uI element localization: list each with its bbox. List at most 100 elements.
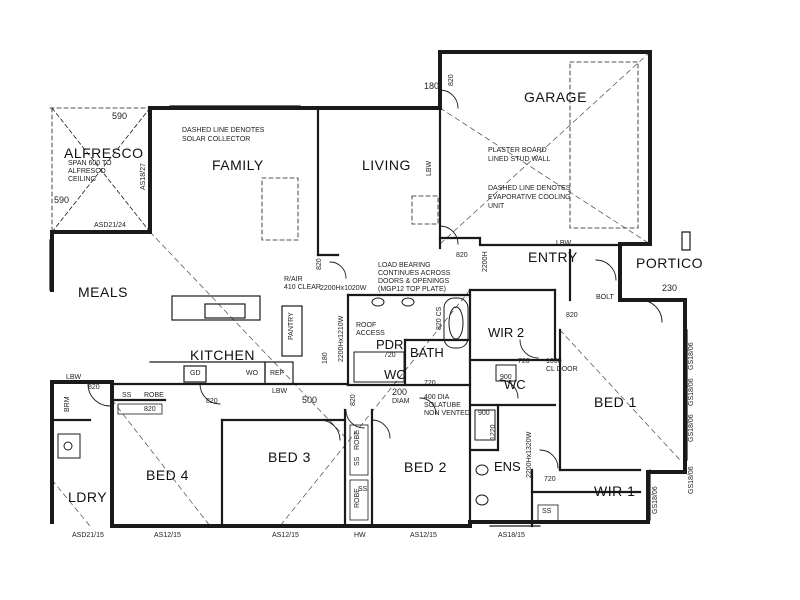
note-line: CEILING (68, 176, 97, 183)
dim-label: 900 (478, 410, 490, 417)
room-pdr: PDR (376, 337, 404, 352)
note-line: LOAD BEARING (378, 262, 431, 269)
dim-label: 500 (302, 395, 318, 405)
note-solatube: 400 DIA SOLATUBE NON VENTED (424, 394, 470, 418)
note-line: 410 CLEAR (284, 284, 321, 291)
room-bed1: BED 1 (594, 394, 637, 410)
note-line: 1050 (546, 358, 562, 365)
dim-label: ROBE (144, 392, 164, 399)
room-living: LIVING (362, 157, 411, 173)
note-line: DASHED LINE DENOTES (488, 185, 571, 192)
dim-label: 820 (566, 312, 578, 319)
note-line: ROOF (356, 322, 377, 329)
room-alfresco: ALFRESCO (64, 145, 144, 161)
dim-label: GS18/06 (652, 486, 659, 514)
dim-label: 180 (424, 81, 440, 91)
dim-label: 820 (316, 258, 323, 270)
room-meals: MEALS (78, 284, 128, 300)
dim-label: AS18/15 (498, 532, 525, 539)
dim-label: 2200Hx1020W (320, 285, 367, 292)
dim-label: 180 (322, 352, 329, 364)
room-kitchen: KITCHEN (190, 347, 255, 363)
dashed-lines (49, 61, 639, 241)
room-bed4: BED 4 (146, 467, 189, 483)
room-garage: GARAGE (524, 89, 587, 105)
bath-fixtures (57, 297, 517, 506)
dim-label: 2200Hx1320W (526, 431, 533, 478)
dim-label: 590 (54, 195, 70, 205)
dim-label: LBW (556, 240, 572, 247)
note-line: EVAPORATIVE COOLING (488, 194, 571, 201)
note-line: ALFRESCO (68, 168, 106, 175)
note-line: PLASTER BOARD (488, 147, 547, 154)
dim-label: BOLT (596, 294, 614, 301)
note-plaster: PLASTER BOARD LINED STUD WALL (488, 146, 550, 164)
dim-label: 820 CS (436, 306, 443, 330)
external-walls (50, 50, 687, 528)
room-wir1: WIR 1 (594, 483, 636, 499)
robe-rails (117, 403, 559, 522)
dim-label: GS18/06 (688, 414, 695, 442)
dim-label: 820 (448, 74, 455, 86)
dim-label: 2200Hx1210W (338, 315, 345, 362)
dim-label: AS12/15 (410, 532, 437, 539)
note-line: DOORS & OPENINGS (378, 278, 450, 285)
dim-label: 2200H (482, 251, 489, 272)
dim-label: REF (270, 370, 284, 377)
note-solar: DASHED LINE DENOTES SOLAR COLLECTOR (182, 126, 264, 144)
dim-label: LBW (426, 160, 433, 176)
note-rair: R/AIR 410 CLEAR (284, 276, 321, 292)
dim-label: 820 (350, 394, 357, 406)
dim-label: 720 (384, 352, 396, 359)
dim-label: 720 (424, 380, 436, 387)
dim-label: 720 (544, 476, 556, 483)
dim-label: SS (354, 456, 361, 466)
dim-label: 230 (662, 283, 678, 293)
dim-label: 820 (88, 384, 100, 391)
room-portico: PORTICO (636, 255, 704, 271)
note-load-bearing: LOAD BEARING CONTINUES ACROSS DOORS & OP… (378, 262, 450, 294)
dim-label: LBW (272, 388, 288, 395)
note-line: ACCESS (356, 330, 385, 337)
dim-label: 820 (144, 406, 156, 413)
room-ldry: LDRY (68, 489, 108, 505)
room-bed2: BED 2 (404, 459, 447, 475)
room-wc-ens: WC (504, 377, 526, 392)
dim-label: 820 (206, 398, 218, 405)
room-ens: ENS (494, 459, 521, 474)
dim-label: 820 (456, 252, 468, 259)
room-bath: BATH (410, 345, 444, 360)
dim-label: HW (354, 532, 366, 539)
dim-label: BRM (64, 396, 71, 412)
dim-label: DIAM (392, 398, 410, 405)
note-line: R/AIR (284, 276, 303, 283)
note-line: DASHED LINE DENOTES (182, 127, 265, 134)
note-cl-door: 1050 CL DOOR (546, 358, 578, 374)
note-line: 400 DIA (424, 394, 450, 401)
note-line: LINED STUD WALL (488, 156, 551, 163)
room-wc-bath: WC (384, 367, 406, 382)
dim-label: LBW (66, 374, 82, 381)
windows (49, 105, 691, 527)
dim-label: GS18/06 (688, 342, 695, 370)
roof-hip-lines (51, 51, 681, 527)
dim-label: AS12/15 (272, 532, 299, 539)
dim-label: AS18/27 (140, 163, 147, 190)
dim-label: GS18/06 (688, 378, 695, 406)
dim-label: 200 (392, 387, 408, 397)
dim-label: ASD21/15 (72, 532, 104, 539)
dim-label: GS18/06 (688, 466, 695, 494)
note-roof-access: ROOF ACCESS (356, 322, 385, 338)
dim-label: WO (246, 370, 259, 377)
dim-label: AS12/15 (154, 532, 181, 539)
note-line: NON VENTED (424, 410, 470, 417)
dim-label: SS (122, 392, 132, 399)
note-line: CL DOOR (546, 366, 578, 373)
kitchen-bench (149, 295, 303, 385)
note-evap: DASHED LINE DENOTES EVAPORATIVE COOLING … (488, 184, 571, 211)
door-swings (87, 89, 663, 469)
dim-label: SS (358, 486, 368, 493)
dim-label: 900 (500, 374, 512, 381)
note-line: UNIT (488, 203, 505, 210)
